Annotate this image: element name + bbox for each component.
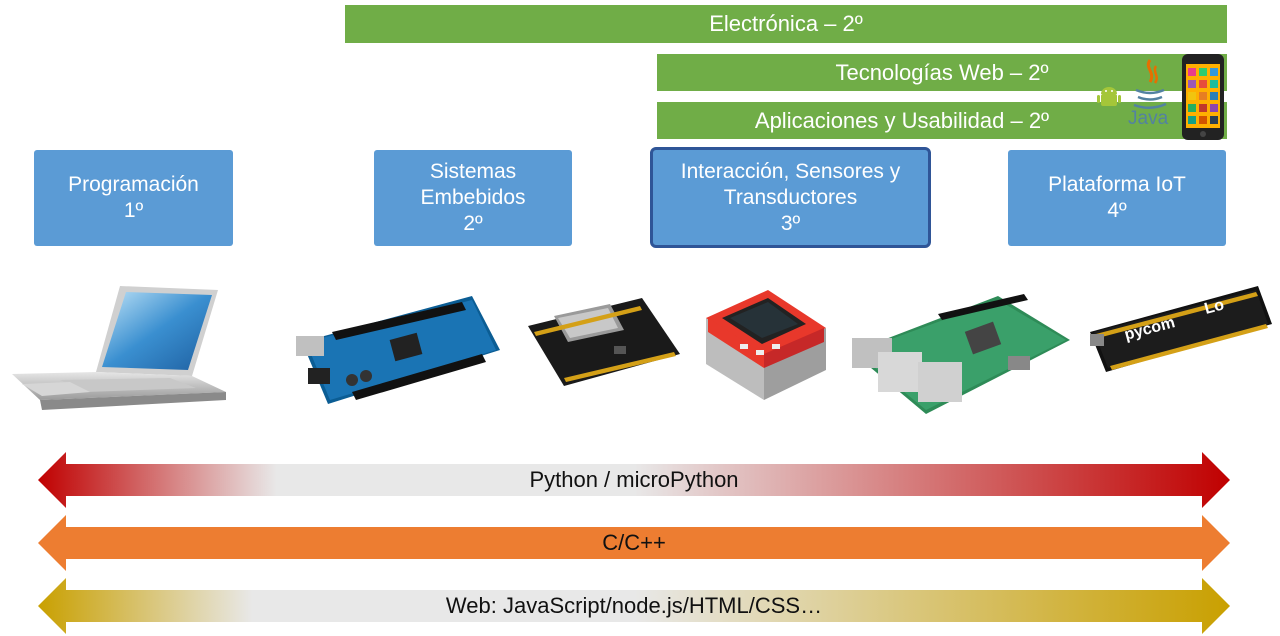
course-year: 3º bbox=[780, 211, 801, 235]
course-sistemas-embebidos[interactable]: Sistemas Embebidos 2º bbox=[374, 150, 572, 246]
course-year: 4º bbox=[1107, 199, 1127, 222]
course-title: Programación bbox=[68, 173, 199, 196]
m5stack-image bbox=[706, 290, 826, 400]
course-title: Plataforma IoT bbox=[1048, 173, 1186, 196]
tecnologias-web-label: Tecnologías Web – 2º bbox=[835, 59, 1049, 85]
electronica-label: Electrónica – 2º bbox=[709, 11, 863, 36]
python-arrow: Python / microPython bbox=[38, 452, 1230, 508]
raspberry-pi-image bbox=[852, 294, 1070, 414]
course-year: 1º bbox=[123, 199, 144, 222]
course-title: Interacción, Sensores y bbox=[680, 159, 901, 183]
course-title-line2: Transductores bbox=[723, 185, 858, 209]
smartphone-icon bbox=[1182, 54, 1224, 140]
java-logo-text: Java bbox=[1128, 108, 1169, 129]
lopy-label: Lo bbox=[1203, 296, 1226, 318]
aplicaciones-label: Aplicaciones y Usabilidad – 2º bbox=[754, 107, 1050, 133]
cpp-arrow-shape bbox=[38, 515, 1230, 571]
web-arrow-shape bbox=[38, 578, 1230, 634]
course-programacion[interactable]: Programación 1º bbox=[34, 150, 233, 246]
aplicaciones-bar: Aplicaciones y Usabilidad – 2º bbox=[657, 102, 1227, 139]
tecnologias-web-bar: Tecnologías Web – 2º bbox=[657, 54, 1227, 91]
arduino-mega-image bbox=[296, 296, 500, 404]
electronica-bar: Electrónica – 2º bbox=[345, 5, 1227, 43]
course-title: Sistemas bbox=[429, 160, 517, 183]
python-arrow-shape bbox=[38, 452, 1230, 508]
web-arrow: Web: JavaScript/node.js/HTML/CSS… bbox=[38, 578, 1230, 634]
course-interaccion-sensores[interactable]: Interacción, Sensores y Transductores 3º bbox=[650, 147, 931, 248]
course-title-line2: Embebidos bbox=[420, 186, 526, 209]
cpp-arrow: C/C++ bbox=[38, 515, 1230, 571]
course-year: 2º bbox=[463, 212, 483, 235]
java-cup-icon bbox=[1133, 59, 1167, 109]
pycom-lopy-image: pycom Lo bbox=[1090, 286, 1272, 372]
cpp-label: C/C++ bbox=[602, 530, 666, 555]
java-logo: Java bbox=[1120, 56, 1180, 134]
laptop-image bbox=[12, 286, 226, 410]
course-plataforma-iot[interactable]: Plataforma IoT 4º bbox=[1008, 150, 1226, 246]
web-label: Web: JavaScript/node.js/HTML/CSS… bbox=[445, 593, 823, 618]
python-label: Python / microPython bbox=[529, 467, 739, 492]
android-icon bbox=[1097, 87, 1121, 106]
esp32-board-image bbox=[528, 298, 680, 386]
